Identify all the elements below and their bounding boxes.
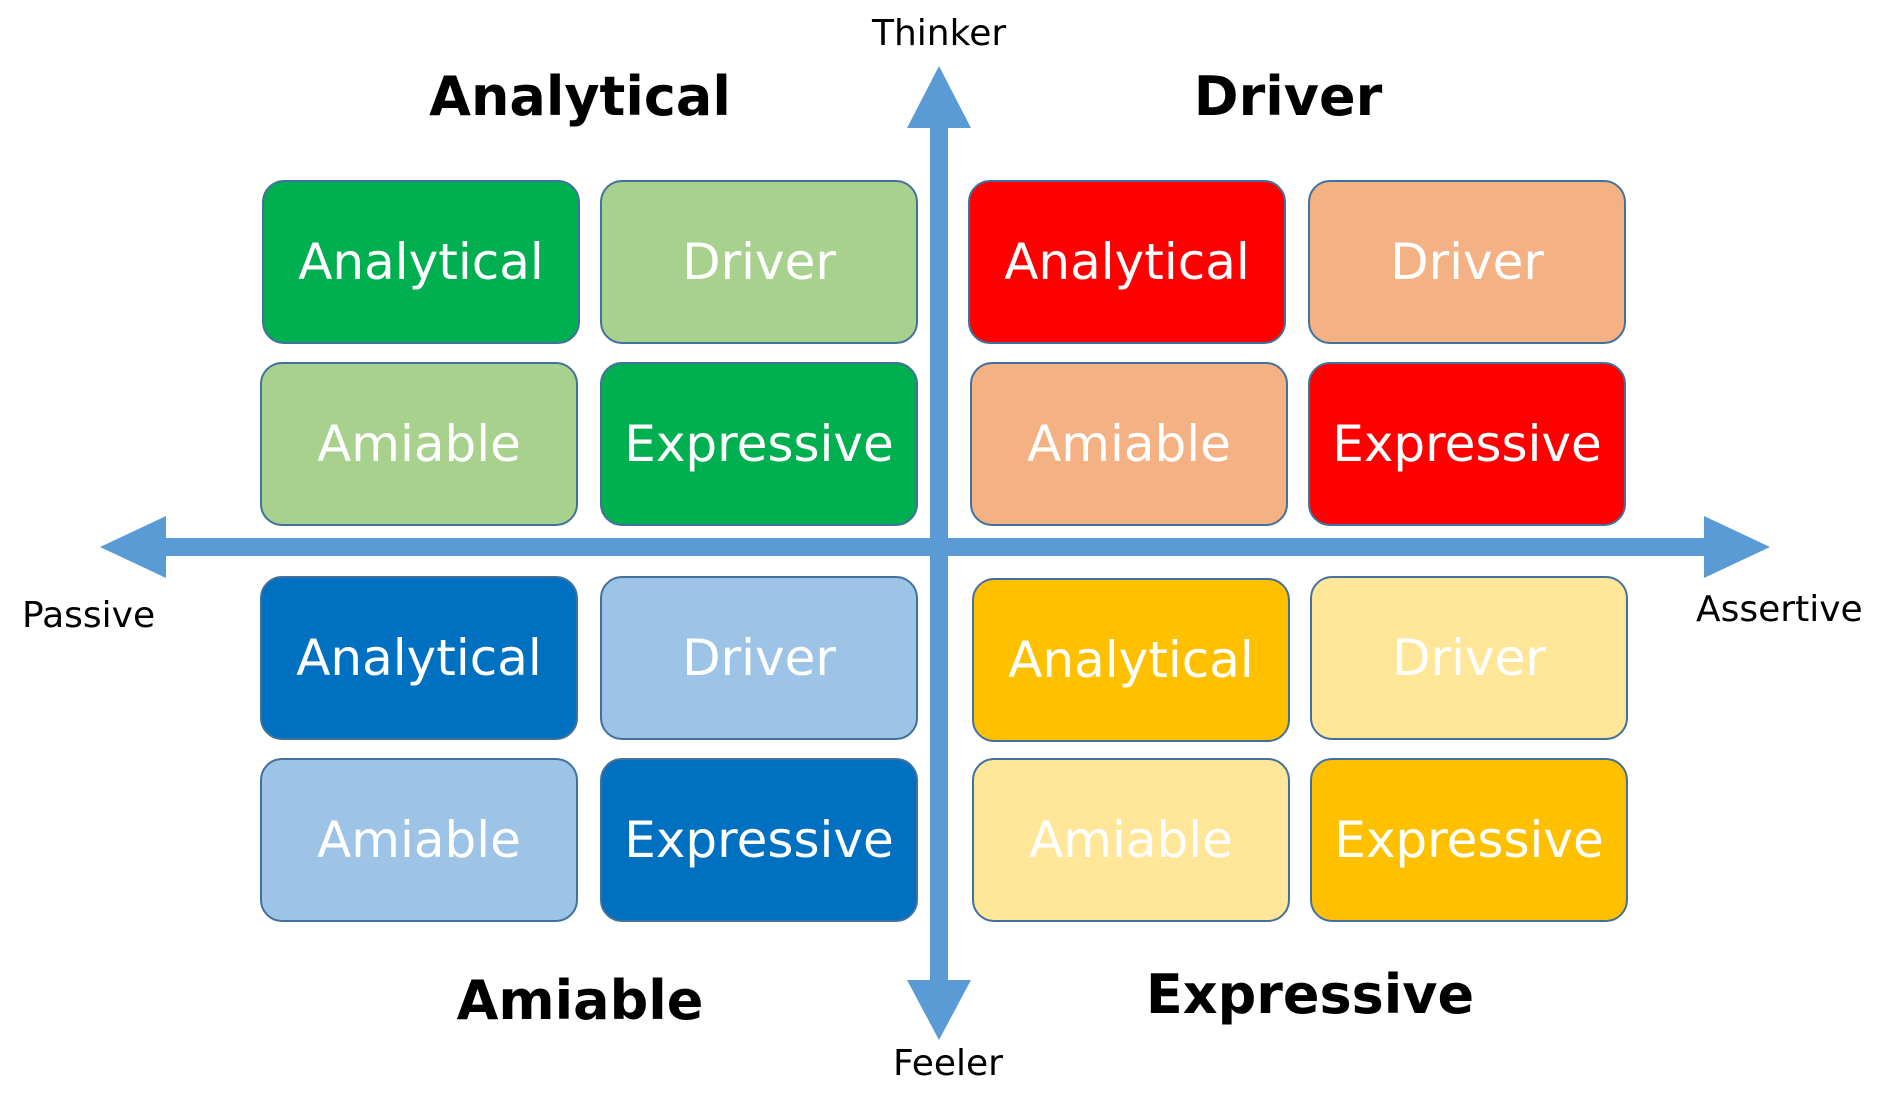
arrow-right-icon xyxy=(1704,516,1770,578)
tile-label: Analytical xyxy=(1008,631,1254,689)
axis-label-top: Thinker xyxy=(872,13,1007,54)
tile-top-right-driver: Driver xyxy=(1308,180,1626,344)
tile-bottom-right-expressive: Expressive xyxy=(1310,758,1628,922)
quadrant-title-top-left: Analytical xyxy=(429,65,731,128)
tile-bottom-right-driver: Driver xyxy=(1310,576,1628,740)
tile-label: Driver xyxy=(682,629,836,687)
tile-bottom-right-amiable: Amiable xyxy=(972,758,1290,922)
tile-top-left-expressive: Expressive xyxy=(600,362,918,526)
quadrant-title-bottom-right: Expressive xyxy=(1145,963,1475,1026)
quadrant-title-top-right: Driver xyxy=(1193,65,1383,128)
tile-label: Expressive xyxy=(1332,415,1602,473)
tile-label: Expressive xyxy=(624,415,894,473)
arrow-up-icon xyxy=(907,66,971,128)
axis-label-right: Assertive xyxy=(1696,589,1863,630)
tile-top-right-analytical: Analytical xyxy=(968,180,1286,344)
arrow-down-icon xyxy=(907,980,971,1040)
tile-label: Expressive xyxy=(1334,811,1604,869)
tile-bottom-left-expressive: Expressive xyxy=(600,758,918,922)
tile-label: Expressive xyxy=(624,811,894,869)
tile-label: Driver xyxy=(1392,629,1546,687)
tile-label: Analytical xyxy=(1004,233,1250,291)
tile-label: Analytical xyxy=(298,233,544,291)
tile-top-left-driver: Driver xyxy=(600,180,918,344)
tile-top-right-expressive: Expressive xyxy=(1308,362,1626,526)
arrow-left-icon xyxy=(100,516,166,578)
axis-label-bottom: Feeler xyxy=(893,1043,1003,1084)
tile-label: Amiable xyxy=(317,811,521,869)
vertical-axis-shaft xyxy=(930,118,948,1024)
tile-label: Amiable xyxy=(317,415,521,473)
tile-label: Amiable xyxy=(1029,811,1233,869)
tile-bottom-right-analytical: Analytical xyxy=(972,578,1290,742)
tile-bottom-left-analytical: Analytical xyxy=(260,576,578,740)
tile-top-left-analytical: Analytical xyxy=(262,180,580,344)
tile-label: Driver xyxy=(682,233,836,291)
tile-label: Amiable xyxy=(1027,415,1231,473)
tile-bottom-left-driver: Driver xyxy=(600,576,918,740)
tile-label: Analytical xyxy=(296,629,542,687)
tile-bottom-left-amiable: Amiable xyxy=(260,758,578,922)
tile-top-left-amiable: Amiable xyxy=(260,362,578,526)
tile-label: Driver xyxy=(1390,233,1544,291)
axis-label-left: Passive xyxy=(22,595,156,636)
quadrant-title-bottom-left: Amiable xyxy=(456,969,704,1032)
tile-top-right-amiable: Amiable xyxy=(970,362,1288,526)
